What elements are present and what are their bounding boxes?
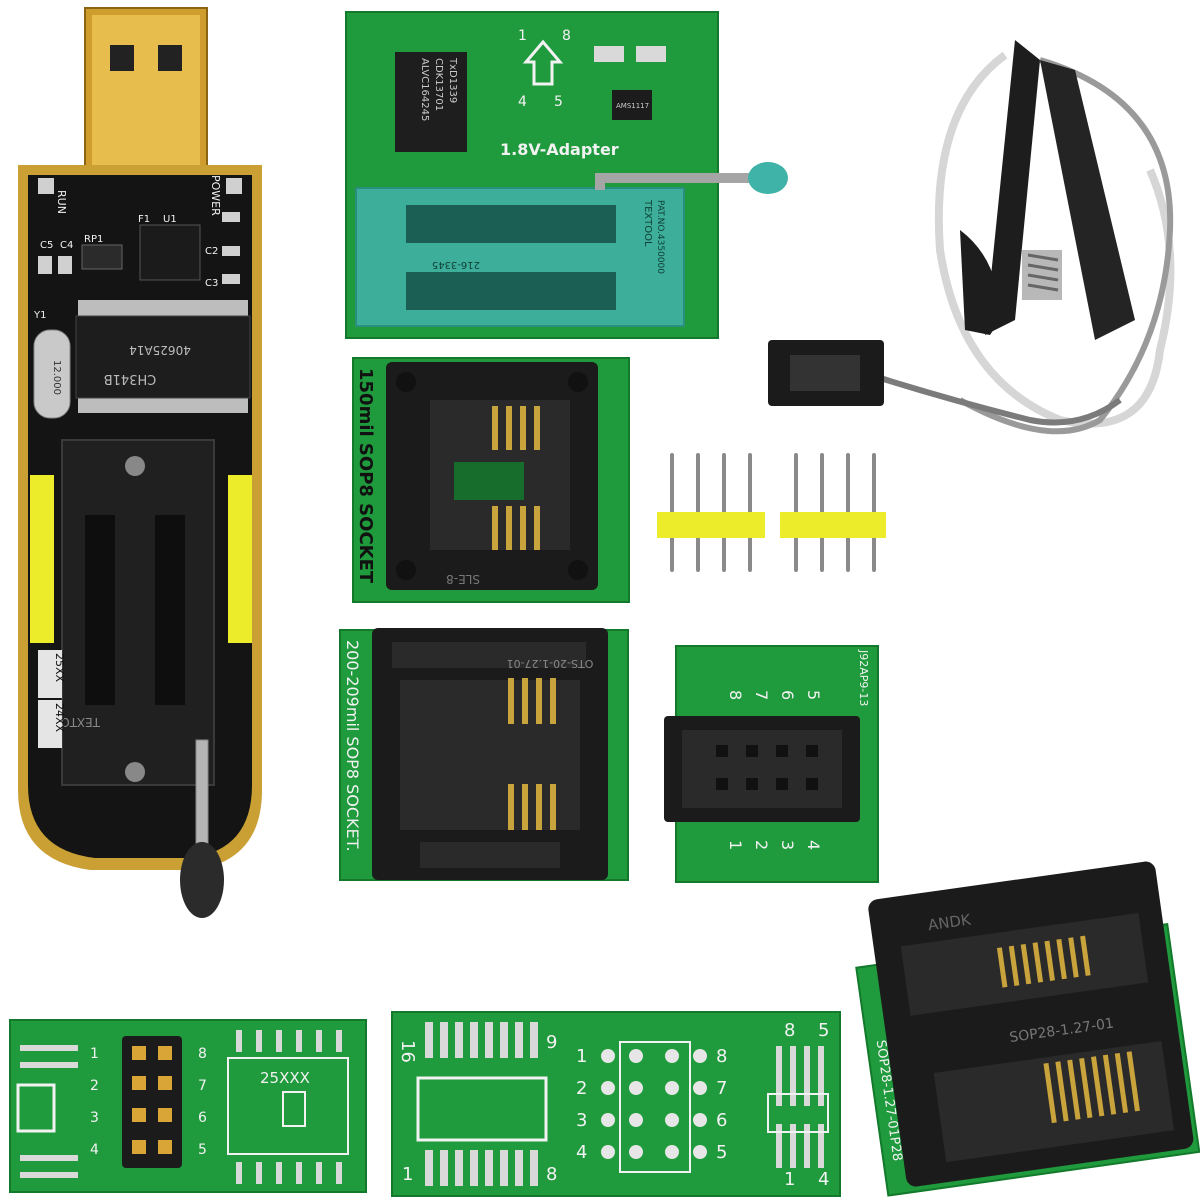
series-25-label: 25XX [53, 653, 66, 683]
sop8-150-label: 150mil SOP8 SOCKET [355, 368, 376, 584]
chip-code: 40625A14 [129, 343, 191, 357]
zif-brand: TEXTOOL [642, 199, 653, 247]
c3-label: C3 [205, 278, 218, 289]
small-pin-5: 5 [804, 690, 823, 700]
sop28-socket-board: SOP28-1.27-01P28 ANDK SOP28-1.27-01 [855, 861, 1200, 1197]
sop8-200-board: 200-209mil SOP8 SOCKET. OTS-20-1.27-01 [339, 628, 629, 881]
adapter-ic-line-2: CDK13701 [433, 58, 444, 111]
dip-corner-1: 1 [402, 1164, 413, 1185]
small-pin-7: 7 [752, 690, 771, 700]
dip-corner-5: 5 [818, 1020, 829, 1041]
adapter-title: 1.8V-Adapter [500, 140, 619, 159]
adapter-pin-5: 5 [554, 94, 563, 110]
adapter-pin-1: 1 [518, 28, 527, 44]
y1-label: Y1 [33, 310, 46, 321]
p25-left-3: 3 [90, 1110, 99, 1126]
adapter-pin-8: 8 [562, 28, 571, 44]
adapter-pin-4: 4 [518, 94, 527, 110]
p25-left-4: 4 [90, 1142, 99, 1158]
dip-corner-16: 16 [397, 1040, 418, 1063]
small-adapter-board: J92AP9-13 8 7 6 5 1 2 3 4 [664, 645, 879, 883]
adapter-ic-line-1: ALVC164245 [419, 58, 430, 121]
small-adapter-code: J92AP9-13 [857, 649, 870, 706]
u1-label: U1 [163, 214, 177, 225]
crystal-label: 12.000 [51, 360, 62, 395]
dip-corner-9: 9 [546, 1032, 557, 1053]
dip-left-2: 2 [576, 1078, 587, 1099]
sop8-150-code: SLE-8 [446, 572, 480, 586]
adapter-25xxx-board: 1 2 3 4 8 7 6 5 25XXX [9, 1019, 367, 1193]
chip-name: CH341B [104, 371, 157, 386]
small-pin-2: 2 [752, 840, 771, 850]
dip-right-8: 8 [716, 1046, 727, 1067]
p25-left-2: 2 [90, 1078, 99, 1094]
p25-right-7: 7 [198, 1078, 207, 1094]
small-pin-3: 3 [778, 840, 797, 850]
soic-clip-cable [768, 40, 1175, 435]
adapter-zif-socket: 216-3345 TEXTOOL PAT.NO.4350000 [355, 187, 685, 327]
sop8-150-board: 150mil SOP8 SOCKET SLE-8 [352, 357, 630, 603]
c2-label: C2 [205, 246, 218, 257]
small-pin-6: 6 [778, 690, 797, 700]
run-label: RUN [55, 190, 68, 214]
p25-right-8: 8 [198, 1046, 207, 1062]
power-label: POWER [209, 175, 222, 216]
small-pin-8: 8 [726, 690, 745, 700]
dip-right-5: 5 [716, 1142, 727, 1163]
f1-label: F1 [138, 214, 150, 225]
c4-label: C4 [60, 240, 73, 251]
ch341-chip: 40625A14 CH341B [75, 300, 251, 413]
dip-right-7: 7 [716, 1078, 727, 1099]
regulator-label: AMS1117 [616, 102, 649, 110]
dip-left-3: 3 [576, 1110, 587, 1131]
dip-corner-8: 8 [784, 1020, 795, 1041]
adapter-dip16-board: 16 9 8 5 1 8 1 4 1 2 3 4 8 7 6 [391, 1011, 841, 1197]
p25-right-6: 6 [198, 1110, 207, 1126]
pin-headers [657, 453, 886, 572]
small-pin-1: 1 [726, 840, 745, 850]
c5-label: C5 [40, 240, 53, 251]
dip-corner-1b: 1 [784, 1169, 795, 1190]
p25-right-5: 5 [198, 1142, 207, 1158]
programmer-zif-socket: TEXTOOL [44, 439, 215, 786]
p25-left-1: 1 [90, 1046, 99, 1062]
usb-programmer: RUN POWER RP1 C5 C4 C2 C3 F1 U1 Y1 12.00… [18, 7, 262, 918]
series-24-label: 24XX [53, 703, 66, 733]
dip-corner-8b: 8 [546, 1164, 557, 1185]
sop8-200-code: OTS-20-1.27-01 [507, 657, 594, 670]
dip-right-6: 6 [716, 1110, 727, 1131]
sop28-brand: ANDK [927, 910, 973, 934]
dip-left-4: 4 [576, 1142, 587, 1163]
rp1-label: RP1 [84, 234, 103, 245]
adapter-25xxx-label: 25XXX [260, 1069, 310, 1087]
dip-corner-4: 4 [818, 1169, 829, 1190]
sop8-200-label: 200-209mil SOP8 SOCKET. [343, 640, 362, 852]
small-pin-4: 4 [804, 840, 823, 850]
zif-code: 216-3345 [432, 259, 480, 270]
dip-left-1: 1 [576, 1046, 587, 1067]
zif-patent: PAT.NO.4350000 [655, 200, 665, 274]
arrow-up-icon [522, 39, 564, 86]
adapter-1v8-board: ALVC164245 CDK13701 TxD1339 1 8 4 5 AMS1… [345, 11, 788, 339]
adapter-ic-line-3: TxD1339 [447, 57, 458, 103]
